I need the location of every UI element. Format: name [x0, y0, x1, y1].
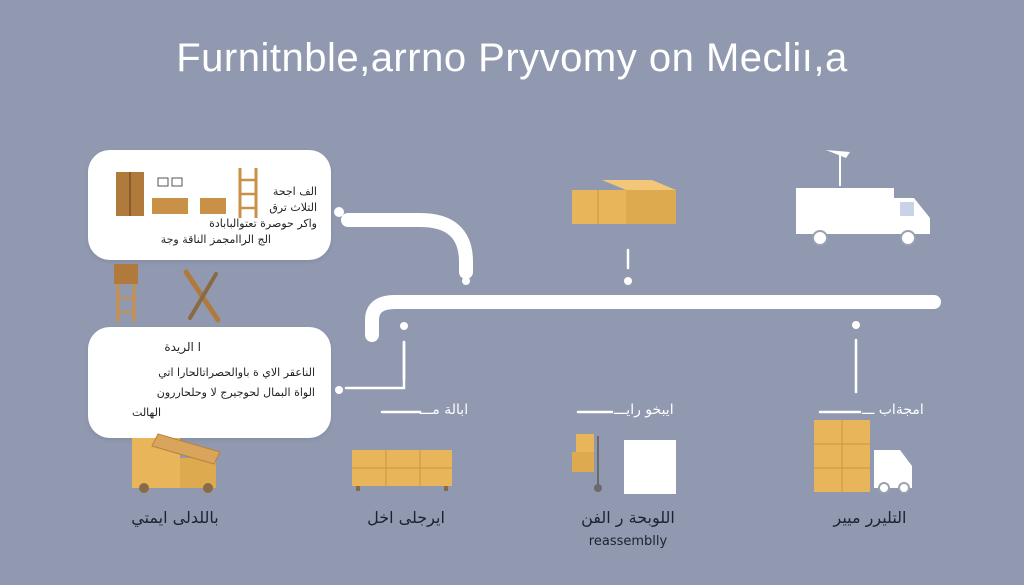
couch-icon: [352, 450, 452, 491]
info-card-bottom: ا الريدة الناعقر الاي ة باوالحصراتالحارا…: [88, 327, 331, 438]
card-bottom-line: الناعقر الاي ة باوالحصراتالحارا اتي: [158, 366, 315, 379]
step-caption: التليرر ميير: [833, 508, 907, 527]
connector-bottom: [344, 340, 406, 390]
node-dot: [335, 386, 343, 394]
card-top-line: واكر حوصرة تعتوالبابادة: [209, 217, 317, 230]
step-caption: باللدلى ايمتي: [131, 508, 219, 527]
step-subcaption: reassemblly: [588, 534, 668, 549]
card-bottom-line: الواة البمال لحوجيرج لا وحلحاررون: [156, 386, 315, 399]
box-icon: [572, 180, 676, 224]
info-card-top: الف اجحة التلاث ترق واكر حوصرة تعتوالباب…: [88, 150, 331, 260]
card-bottom-heading: ا الريدة: [164, 340, 201, 354]
forklift-icon: [132, 433, 221, 493]
delivery-truck-icon: [796, 150, 930, 246]
step-caption: اللوبحة ر الفن: [581, 508, 675, 527]
card-bottom-line: الهالت: [132, 406, 161, 419]
node-dot: [334, 207, 344, 217]
ladder-icon: [238, 168, 258, 218]
blank-panel: [624, 440, 676, 494]
cabinet-icon: [114, 264, 138, 322]
node-dot: [852, 321, 860, 329]
card-top-line: الف اجحة: [272, 185, 317, 198]
tools-icon: [183, 269, 221, 323]
step-label: امجةاب ـــ: [862, 402, 924, 418]
card-top-line: التلاث ترق: [269, 201, 317, 214]
wardrobe-icon: [116, 172, 226, 216]
node-dot: [400, 322, 408, 330]
step-caption: ايرجلى اخل: [367, 508, 445, 527]
connector-main: [365, 295, 941, 342]
page-title: Furnitnble,arrno Pryvomy on Mecliı,a: [176, 36, 848, 80]
step-label: ايبخو رايـــ: [614, 402, 674, 418]
handtruck-icon: [572, 434, 602, 492]
step-label: ابالة مـــ: [420, 402, 469, 418]
connector-top: [341, 213, 473, 279]
boxes-truck-icon: [814, 420, 912, 494]
card-top-line: الج الراامجمز الناقة وجة: [160, 233, 271, 246]
node-dot: [462, 277, 470, 285]
node-dot: [624, 277, 632, 285]
